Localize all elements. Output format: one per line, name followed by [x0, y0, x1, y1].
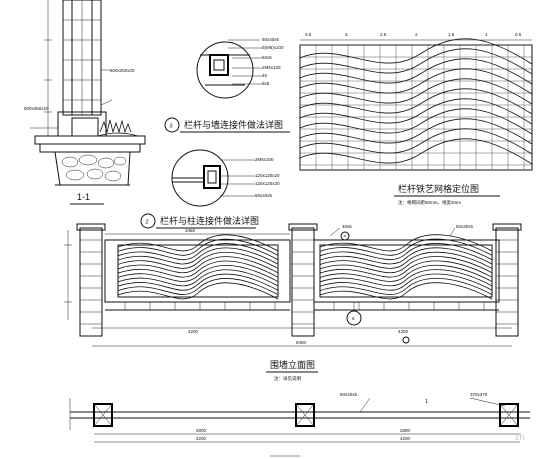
- grid-wave: [299, 98, 533, 125]
- grid-plan: 3.5 3 2.5 2 1.5 1 0.5 栏杆铁艺网格定位图 注：格网间距50…: [299, 32, 533, 206]
- section-callout-2: 600x350x20: [24, 106, 49, 111]
- panel-wave: [319, 247, 493, 265]
- plan-view: 1 60x40x5 370x370 2800 4200 2800 4200: [69, 392, 530, 457]
- detail3-note-3: 50x5: [262, 55, 272, 60]
- grid-wave: [299, 138, 533, 165]
- panel-wave: [319, 282, 493, 300]
- panel-wave: [319, 251, 493, 269]
- pillar-cap: [288, 223, 318, 231]
- panel-wave: [117, 238, 279, 256]
- elev-dim-1: 4200: [188, 329, 199, 334]
- grid-wave: [299, 108, 533, 135]
- detail2-note-1: 2M6x100: [255, 157, 274, 162]
- panel-wave: [117, 269, 279, 287]
- plan-callout-1: 60x40x5: [340, 392, 358, 397]
- detail-2: 2M6x100 120x120x20 120x120x20 60x40x5 2 …: [140, 149, 280, 229]
- panel-wave: [117, 264, 279, 282]
- grid-top-number-7: 0.5: [515, 32, 522, 37]
- detail-3: 60x40x5 5(M6)x100 50x5 2M6x100 45 8x5 3 …: [164, 37, 290, 133]
- panel-wave: [117, 247, 279, 265]
- panel-wave: [319, 243, 493, 261]
- plan-dim-3: 2800: [400, 428, 411, 433]
- detail2-note-4: 60x40x5: [255, 193, 273, 198]
- grid-wave: [299, 88, 533, 115]
- elev-marker-4: 4: [344, 234, 347, 239]
- elev-dim-2: 4200: [398, 329, 409, 334]
- plan-callout-2: 370x370: [470, 392, 488, 397]
- pillar: [495, 227, 519, 337]
- panel-wave: [319, 277, 493, 295]
- panel-wave: [319, 256, 493, 274]
- section-callout-1: 600x250x20: [110, 68, 135, 73]
- detail3-note-4: 2M6x100: [262, 65, 281, 70]
- grid-top-number-6: 1: [485, 32, 488, 37]
- watermark: zh: [515, 432, 525, 442]
- detail3-note-1: 60x40x5: [262, 37, 280, 42]
- grid-top-number-5: 1.5: [448, 32, 455, 37]
- panel-wave: [117, 277, 279, 295]
- grid-top-number-4: 2: [415, 32, 418, 37]
- grid-wave: [299, 58, 533, 85]
- pillar-cap: [492, 223, 522, 231]
- panel-wave: [117, 234, 279, 252]
- panel-wave: [117, 251, 279, 269]
- panel-wave: [319, 260, 493, 278]
- section-1-1: 600x250x20 600x350x20 1-1: [24, 0, 146, 205]
- grid-plan-note: 注：格网间距50mm，线宽3mm: [398, 199, 461, 206]
- elev-dim-top: 3450: [185, 228, 196, 233]
- section-label: 1-1: [77, 192, 90, 202]
- panel-wave: [319, 269, 493, 287]
- detail3-note-5: 45: [262, 73, 268, 78]
- elevation: 3450 40x5 50x30x5 4 5 4200 4200 8400 围墙立…: [64, 223, 522, 382]
- plan-dim-4: 4200: [400, 436, 411, 441]
- detail3-note-6: 8x5: [262, 81, 270, 86]
- elev-callout-2: 50x30x5: [456, 224, 474, 229]
- grid-wave: [299, 38, 533, 65]
- detail2-number: 2: [146, 220, 149, 226]
- grid-top-number-1: 3.5: [305, 32, 312, 37]
- detail2-note-2: 120x120x20: [255, 173, 280, 178]
- detail3-title: 栏杆与墙连接件做法详图: [184, 119, 283, 130]
- grid-wave: [299, 48, 533, 75]
- elev-dim-total: 8400: [296, 340, 307, 345]
- elev-marker-5: 5: [352, 316, 355, 321]
- elevation-title: 围墙立面图: [270, 359, 315, 370]
- plan-section-label: 1: [425, 399, 428, 405]
- panel-wave: [117, 273, 279, 291]
- pillar: [79, 227, 103, 337]
- panel-wave: [117, 256, 279, 274]
- pillar-cap: [76, 223, 106, 231]
- elev-callout-1: 40x5: [342, 224, 352, 229]
- panel-wave: [319, 264, 493, 282]
- elevation-note: 注：详见说明: [274, 375, 301, 382]
- pillar: [291, 227, 315, 337]
- detail3-number: 3: [170, 124, 173, 130]
- grid-wave: [299, 118, 533, 145]
- detail3-note-2: 5(M6)x100: [262, 45, 284, 50]
- grid-top-number-2: 3: [345, 32, 348, 37]
- panel-wave: [319, 238, 493, 256]
- grid-wave: [299, 128, 533, 155]
- grid-top-number-3: 2.5: [380, 32, 387, 37]
- plan-dim-1: 2800: [196, 428, 207, 433]
- panel-wave: [319, 273, 493, 291]
- panel-wave: [117, 282, 279, 300]
- grid-plan-title: 栏杆铁艺网格定位图: [398, 183, 479, 194]
- detail2-note-3: 120x120x20: [255, 181, 280, 186]
- detail2-title: 栏杆与柱连接件做法详图: [160, 215, 259, 226]
- panel-wave: [117, 260, 279, 278]
- panel-wave: [319, 234, 493, 252]
- plan-dim-2: 4200: [196, 436, 207, 441]
- panel-wave: [117, 243, 279, 261]
- grid-wave: [299, 78, 533, 105]
- grid-wave: [299, 68, 533, 95]
